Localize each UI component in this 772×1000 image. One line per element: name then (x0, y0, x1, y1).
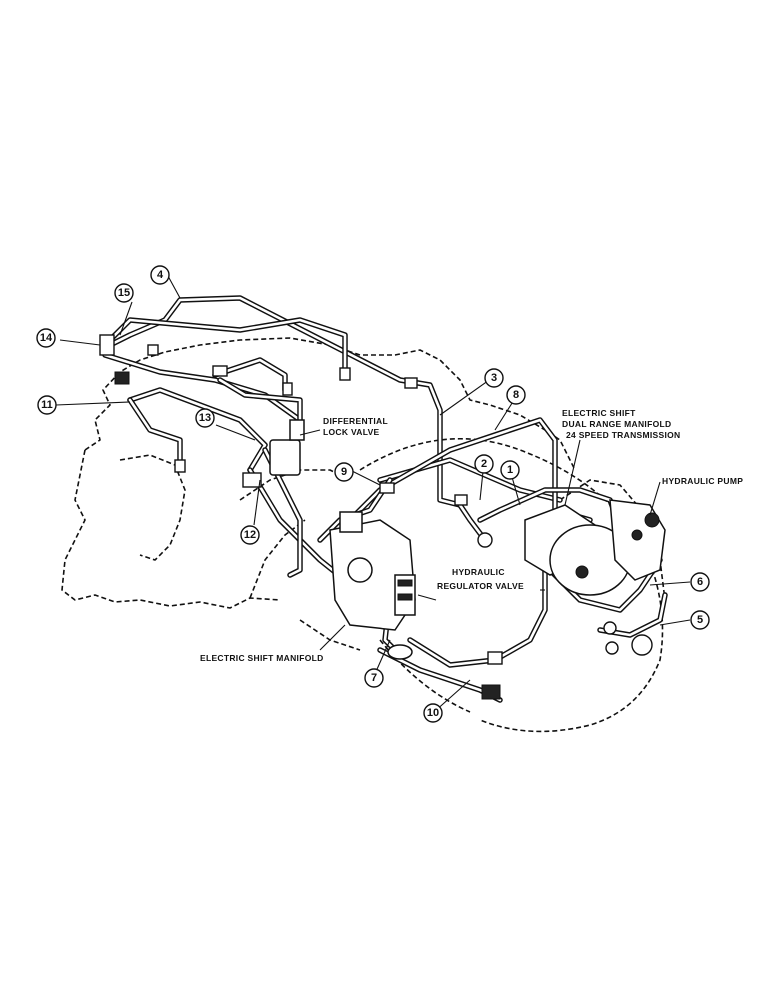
fitting (379, 482, 395, 494)
hydraulic-tubes (102, 295, 668, 703)
fitting (404, 377, 418, 389)
manifold-port (575, 565, 589, 579)
callout-2: 2 (474, 454, 494, 474)
callout-14: 14 (36, 328, 56, 348)
svg-text:14: 14 (40, 332, 53, 344)
manifold-solenoid (339, 511, 363, 533)
svg-text:5: 5 (697, 614, 703, 626)
regulator-valve-band (397, 579, 413, 587)
callout-1: 1 (500, 460, 520, 480)
svg-text:2: 2 (481, 458, 487, 470)
svg-text:3: 3 (491, 372, 497, 384)
callout-6: 6 (690, 572, 710, 592)
leader-lines (55, 275, 691, 713)
svg-text:8: 8 (513, 389, 519, 401)
callout-5: 5 (690, 610, 710, 630)
label-electric-shift-dual-line2: DUAL RANGE MANIFOLD (562, 419, 671, 429)
fitting (387, 644, 413, 660)
svg-text:6: 6 (697, 576, 703, 588)
svg-text:11: 11 (41, 399, 53, 411)
label-hydraulic-regulator-line1: HYDRAULIC (452, 567, 505, 577)
svg-text:10: 10 (427, 707, 439, 719)
callout-11: 11 (37, 395, 57, 415)
label-differential-lock-valve-line1: DIFFERENTIAL (323, 416, 388, 426)
differential-lock-valve-body (269, 439, 301, 476)
svg-text:4: 4 (157, 269, 164, 281)
callout-13: 13 (195, 408, 215, 428)
differential-lock-valve-top (289, 419, 305, 441)
fitting (282, 382, 293, 396)
svg-text:15: 15 (118, 287, 130, 299)
pump-port (631, 529, 643, 541)
callout-9: 9 (334, 462, 354, 482)
fitting (174, 459, 186, 473)
svg-text:9: 9 (341, 466, 347, 478)
clamp (481, 684, 501, 700)
svg-text:1: 1 (507, 464, 513, 476)
fitting (603, 621, 617, 635)
callout-8: 8 (506, 385, 526, 405)
regulator-valve-band (397, 593, 413, 601)
label-electric-shift-dual-line1: ELECTRIC SHIFT (562, 408, 636, 418)
fitting (242, 472, 262, 488)
end-fitting (631, 634, 653, 656)
label-electric-shift-manifold: ELECTRIC SHIFT MANIFOLD (200, 653, 324, 663)
label-electric-shift-dual-line3: 24 SPEED TRANSMISSION (566, 430, 680, 440)
svg-text:12: 12 (244, 529, 256, 541)
end-fitting (99, 334, 115, 356)
fitting (454, 494, 468, 506)
label-hydraulic-pump: HYDRAULIC PUMP (662, 476, 743, 486)
fitting (487, 651, 503, 665)
callout-balloons: 1 2 3 4 5 6 7 8 9 10 11 12 13 14 15 (36, 265, 710, 723)
callout-7: 7 (364, 668, 384, 688)
manifold-port (347, 557, 373, 583)
fitting (212, 365, 228, 377)
fitting (147, 344, 159, 356)
svg-text:7: 7 (371, 672, 377, 684)
label-hydraulic-regulator-line2: REGULATOR VALVE (437, 581, 524, 591)
components (99, 334, 666, 700)
fitting (339, 367, 351, 381)
callout-10: 10 (423, 703, 443, 723)
pump-port (644, 512, 660, 528)
svg-text:13: 13 (199, 412, 211, 424)
label-differential-lock-valve-line2: LOCK VALVE (323, 427, 380, 437)
callout-12: 12 (240, 525, 260, 545)
callout-4: 4 (150, 265, 170, 285)
callout-3: 3 (484, 368, 504, 388)
fitting (477, 532, 493, 548)
callout-15: 15 (114, 283, 134, 303)
end-fitting (114, 371, 130, 385)
component-labels: DIFFERENTIAL LOCK VALVE ELECTRIC SHIFT D… (200, 408, 743, 663)
fitting (605, 641, 619, 655)
